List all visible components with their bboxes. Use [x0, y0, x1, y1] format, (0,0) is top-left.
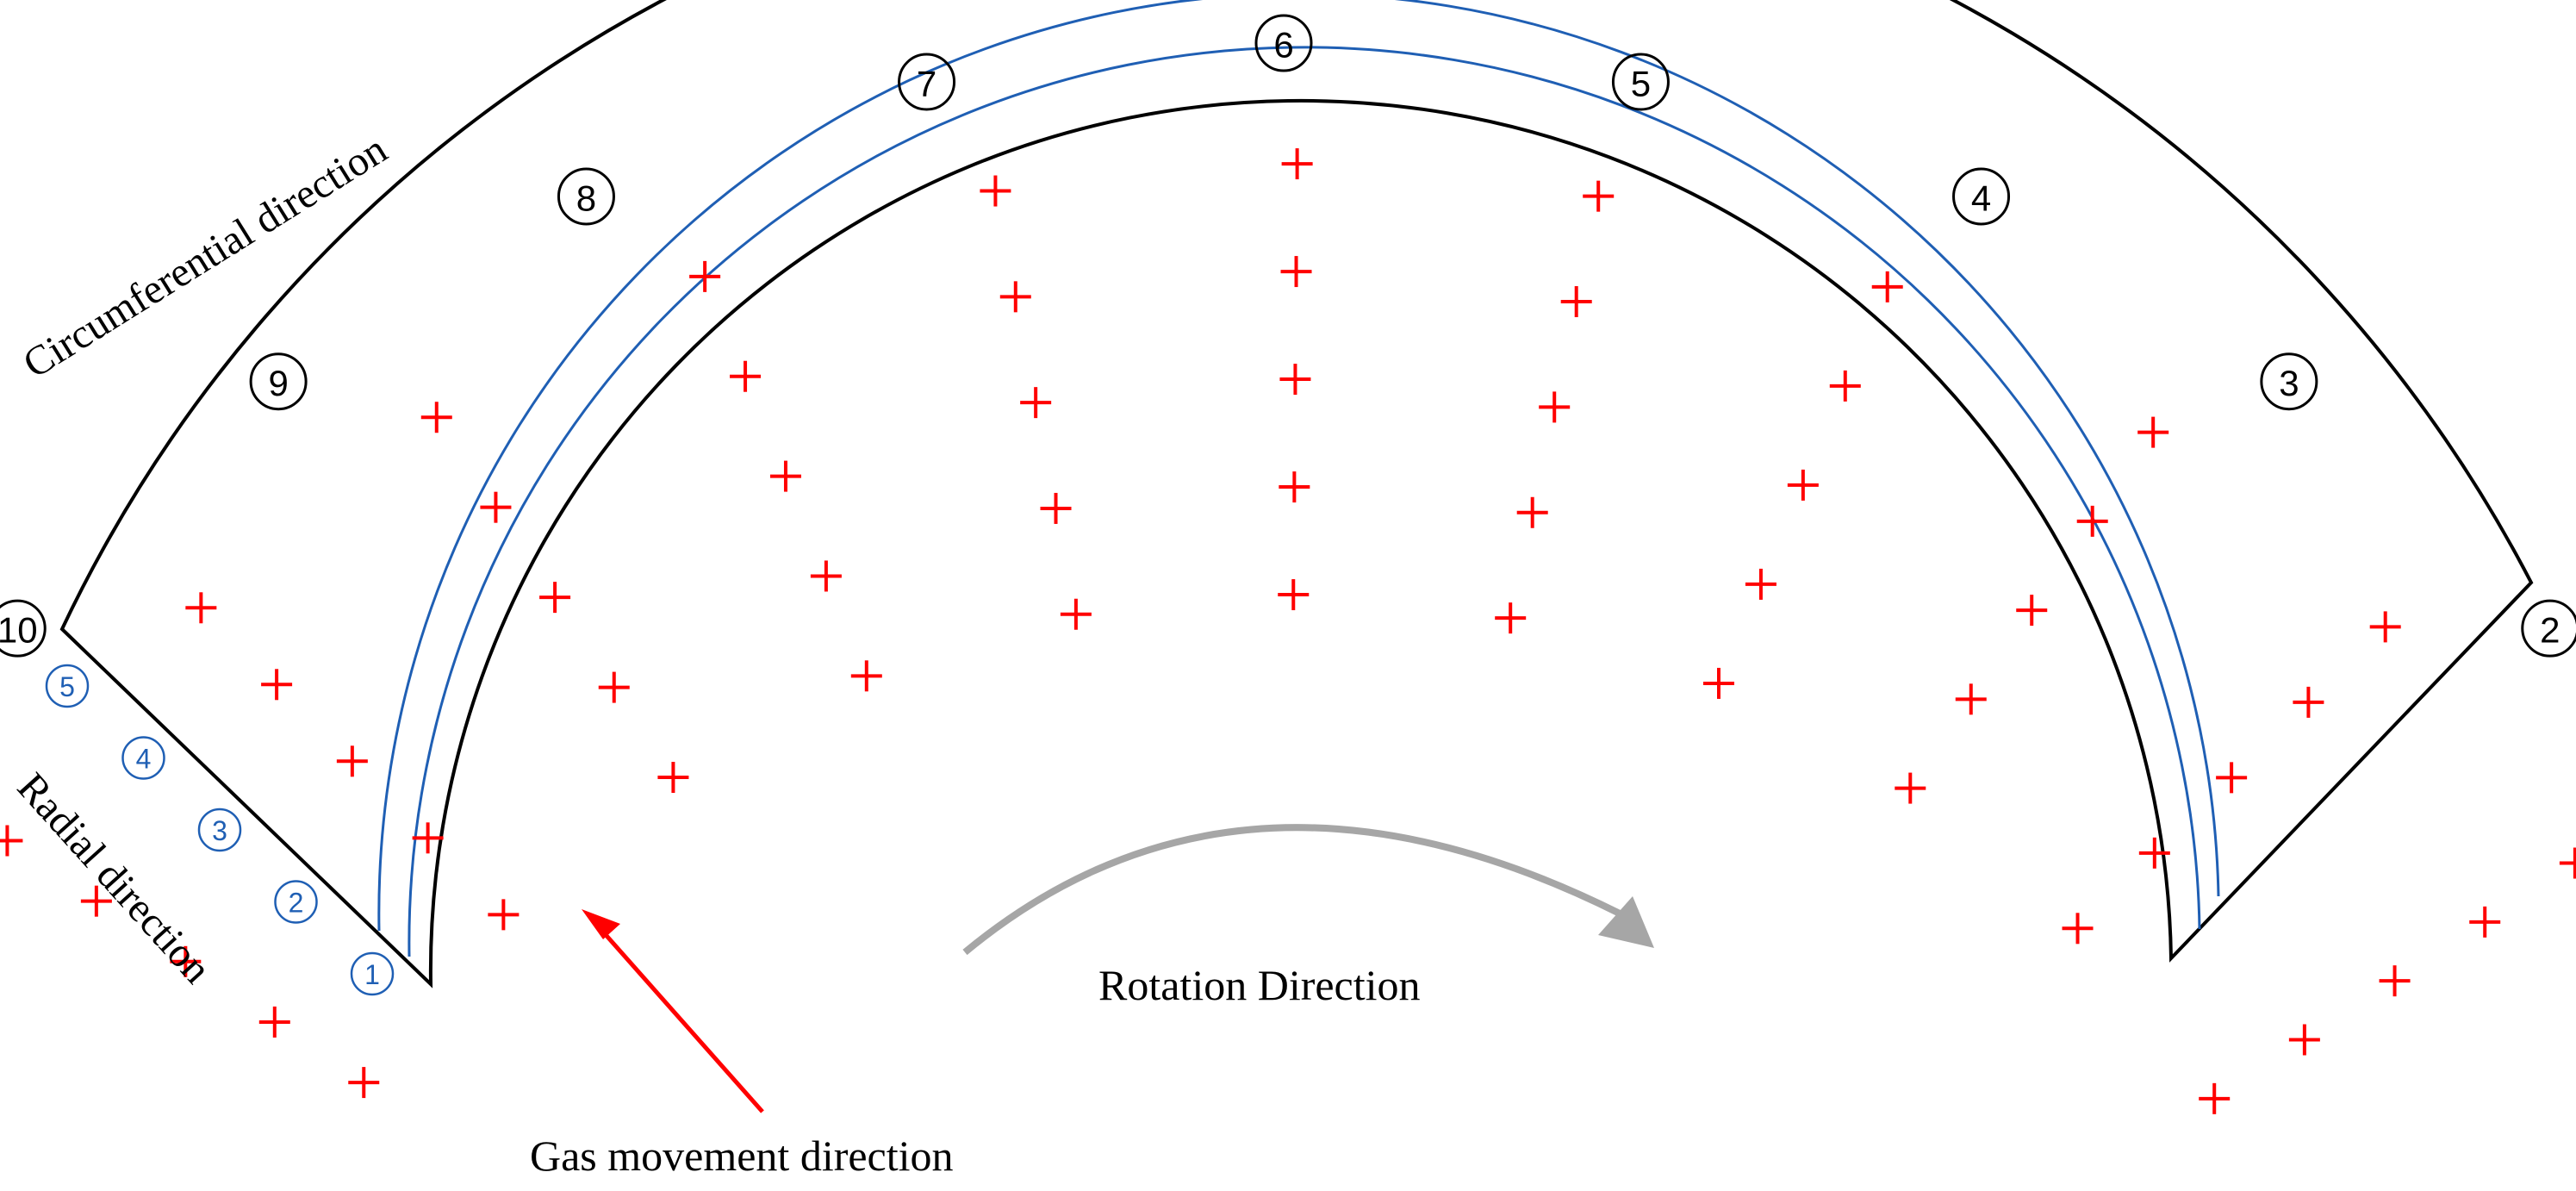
circumferential-marker: 2: [2521, 599, 2576, 658]
measurement-point: [657, 762, 689, 794]
measurement-point: [2076, 505, 2108, 537]
measurement-point: [412, 822, 444, 854]
circumferential-marker-label: 10: [0, 610, 38, 651]
measurement-point: [810, 560, 842, 592]
measurement-point: [258, 1006, 290, 1038]
measurement-point: [1829, 370, 1861, 402]
radial-marker: 3: [197, 808, 242, 852]
measurement-point: [420, 402, 452, 433]
measurement-point: [1040, 492, 1072, 524]
radial-markers: 1 2 3 4 5: [45, 664, 395, 996]
rotation-direction-label: Rotation Direction: [1098, 961, 1421, 1009]
measurement-point: [1560, 286, 1592, 318]
circumferential-markers: 1234567891011: [0, 14, 2576, 658]
measurement-point: [480, 491, 512, 523]
measurement-point: [1516, 496, 1548, 528]
measurement-point: [1280, 256, 1312, 288]
measurement-point: [1702, 667, 1734, 699]
measurement-point: [2469, 906, 2501, 938]
measurement-point: [2379, 965, 2411, 997]
radial-marker-label: 1: [364, 959, 380, 990]
measurement-point: [2062, 913, 2094, 945]
radial-marker-label: 3: [212, 815, 227, 846]
measurement-point: [980, 175, 1011, 207]
measurement-point: [1495, 602, 1527, 634]
circumferential-marker-label: 2: [2540, 610, 2560, 651]
measurement-point: [261, 669, 293, 701]
measurement-point: [2216, 762, 2248, 794]
measurement-point: [2293, 686, 2324, 718]
measurement-point: [539, 582, 571, 614]
measurement-point: [0, 825, 23, 857]
measurement-point: [488, 899, 520, 931]
radial-marker-label: 5: [59, 671, 75, 702]
circumferential-marker: 3: [2260, 352, 2318, 411]
measurement-point: [2369, 611, 2401, 643]
circumferential-direction-label: Circumferential direction: [16, 127, 395, 388]
measurement-point: [2288, 1024, 2320, 1056]
measurement-point: [1281, 148, 1313, 180]
measurement-point: [1060, 598, 1092, 630]
measurement-point: [2199, 1082, 2231, 1114]
circumferential-marker: 6: [1254, 14, 1313, 72]
inner-band-outer-edge: [377, 0, 2220, 932]
measurement-point: [2016, 595, 2048, 627]
measurement-point: [1787, 469, 1819, 501]
measurement-point: [999, 281, 1031, 313]
measurement-point: [769, 460, 801, 492]
radial-marker: 1: [350, 951, 395, 996]
measurement-point: [1745, 568, 1776, 600]
measurement-point: [1020, 387, 1052, 419]
circumferential-marker: 4: [1952, 167, 2011, 226]
measurement-point: [170, 945, 202, 977]
circumferential-marker: 10: [0, 599, 47, 658]
measurement-point: [1955, 683, 1987, 715]
gas-movement-arrow: [593, 920, 764, 1113]
measurement-point: [348, 1067, 380, 1099]
measurement-point: [2138, 837, 2170, 869]
circumferential-marker: 9: [249, 352, 308, 411]
circumferential-marker: 8: [557, 167, 615, 226]
measurement-point: [1279, 471, 1310, 503]
circumferential-marker-label: 6: [1273, 25, 1293, 65]
measurement-point: [2137, 416, 2169, 448]
circumferential-marker-label: 9: [268, 363, 288, 403]
circumferential-marker-label: 5: [1631, 64, 1651, 104]
circumferential-marker-label: 4: [1971, 178, 1991, 218]
circumferential-marker: 7: [898, 53, 956, 111]
measurement-point: [2559, 847, 2576, 879]
radial-marker: 5: [45, 664, 90, 708]
gas-movement-direction-label: Gas movement direction: [530, 1132, 954, 1180]
measurement-point: [185, 592, 217, 624]
circumferential-marker-label: 7: [917, 64, 936, 104]
gas-arrowhead: [582, 909, 620, 939]
measurement-point: [1871, 271, 1903, 302]
circumferential-marker-label: 3: [2279, 363, 2299, 403]
measurement-point: [1583, 180, 1615, 212]
rotation-arrow: [962, 824, 1621, 956]
inner-band-inner-edge: [408, 46, 2201, 957]
sector-outline: [59, 0, 2534, 988]
rotation-arrowhead: [1598, 896, 1654, 948]
measurement-point: [1278, 579, 1310, 611]
radial-marker: 4: [121, 736, 165, 780]
measurement-point: [598, 671, 630, 703]
measurement-point: [336, 745, 368, 777]
measurement-point: [689, 260, 721, 292]
measurement-points: [0, 148, 2576, 1114]
measurement-point: [1539, 391, 1571, 423]
measurement-point: [1279, 364, 1311, 396]
radial-marker-label: 2: [289, 888, 304, 919]
measurement-point: [850, 660, 882, 692]
measurement-point: [1895, 772, 1926, 804]
radial-direction-label: Radial direction: [9, 764, 220, 992]
measurement-point: [80, 885, 112, 917]
radial-marker: 2: [274, 880, 318, 924]
circumferential-marker: 5: [1611, 53, 1670, 111]
radial-marker-label: 4: [136, 744, 152, 775]
circumferential-marker-label: 8: [576, 178, 596, 218]
measurement-point: [730, 360, 762, 392]
